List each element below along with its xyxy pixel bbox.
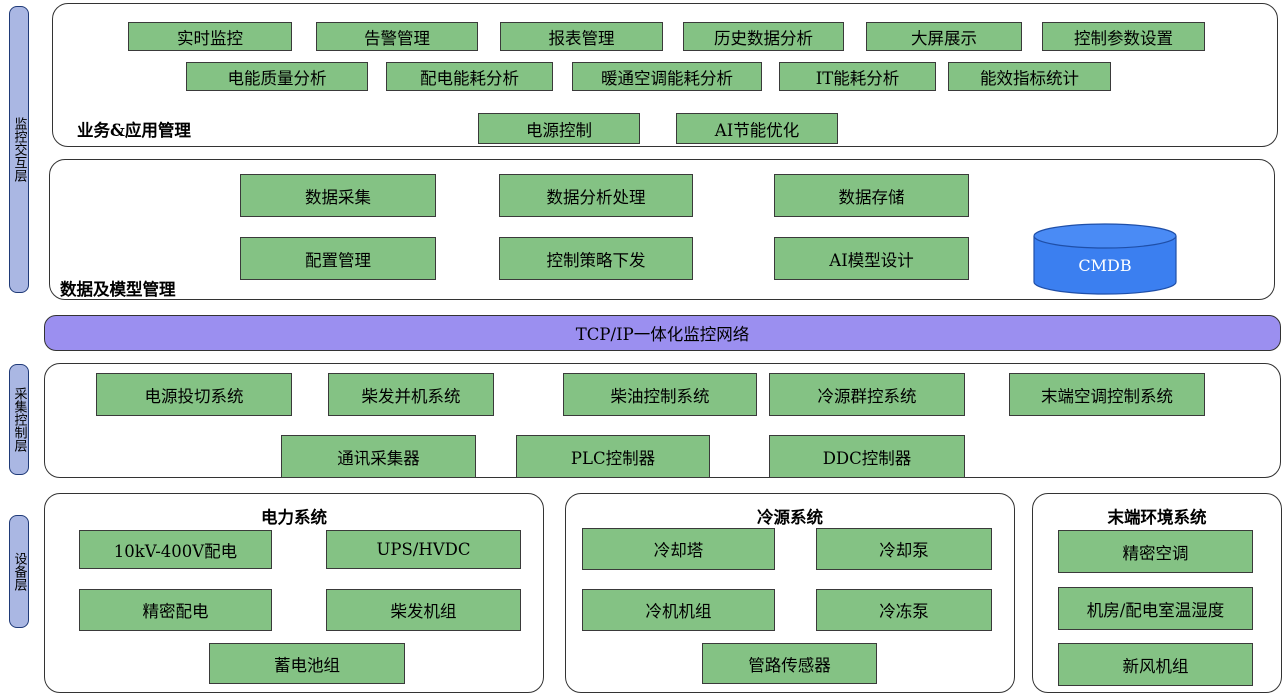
collection-box: 末端空调控制系统 [1009, 373, 1205, 416]
data-model-box: 数据采集 [240, 174, 436, 217]
business-box: 暖通空调能耗分析 [572, 62, 762, 91]
terminal-system-box: 精密空调 [1058, 530, 1253, 573]
data-model-box: 数据存储 [774, 174, 969, 217]
cooling-system-box: 冷冻泵 [816, 589, 992, 631]
business-box: 历史数据分析 [683, 22, 844, 51]
business-box: 大屏展示 [866, 22, 1022, 51]
network-bar: TCP/IP一体化监控网络 [44, 315, 1281, 351]
power-system-title: 电力系统 [261, 508, 327, 527]
collection-box: 柴油控制系统 [563, 373, 757, 416]
collection-box: 冷源群控系统 [769, 373, 965, 416]
collection-box: 柴发并机系统 [328, 373, 494, 416]
data-model-box: 数据分析处理 [499, 174, 693, 217]
power-system-box: 蓄电池组 [209, 643, 405, 684]
business-box: 报表管理 [500, 22, 663, 51]
power-system-box: 10kV-400V配电 [79, 530, 272, 569]
layer-label-device: 设备层 [9, 515, 29, 628]
data-model-box: AI模型设计 [774, 237, 969, 280]
collection-box: PLC控制器 [516, 435, 710, 478]
business-box: 控制参数设置 [1042, 22, 1205, 51]
collection-box: DDC控制器 [769, 435, 965, 478]
business-box: 实时监控 [128, 22, 292, 51]
power-system-box: 柴发机组 [326, 589, 521, 631]
power-system-box: 精密配电 [79, 589, 272, 631]
power-system-box: UPS/HVDC [326, 530, 521, 569]
business-box: 电能质量分析 [186, 62, 368, 91]
terminal-system-box: 新风机组 [1058, 643, 1253, 686]
terminal-system-title: 末端环境系统 [1107, 508, 1207, 527]
collection-box: 通讯采集器 [281, 435, 476, 478]
layer-label-collection: 采集控制层 [9, 364, 29, 475]
collection-box: 电源投切系统 [96, 373, 292, 416]
cooling-system-box: 冷却塔 [582, 528, 775, 570]
layer-label-interaction: 监控交互层 [9, 6, 29, 293]
business-panel-title: 业务&应用管理 [77, 121, 191, 140]
cmdb-label: CMDB [1078, 256, 1132, 275]
cooling-system-box: 冷却泵 [816, 528, 992, 570]
business-box: 告警管理 [316, 22, 478, 51]
cmdb-database-icon [1033, 223, 1177, 295]
data-model-panel-title: 数据及模型管理 [60, 280, 176, 299]
cooling-system-box: 冷机机组 [582, 589, 775, 631]
business-box: 电源控制 [478, 113, 640, 144]
business-box: AI节能优化 [676, 113, 838, 144]
data-model-box: 配置管理 [240, 237, 436, 280]
business-box: IT能耗分析 [779, 62, 936, 91]
data-model-box: 控制策略下发 [499, 237, 693, 280]
cooling-system-title: 冷源系统 [757, 508, 823, 527]
business-box: 能效指标统计 [948, 62, 1111, 91]
business-box: 配电能耗分析 [386, 62, 553, 91]
cooling-system-box: 管路传感器 [702, 643, 877, 684]
terminal-system-box: 机房/配电室温湿度 [1058, 587, 1253, 630]
